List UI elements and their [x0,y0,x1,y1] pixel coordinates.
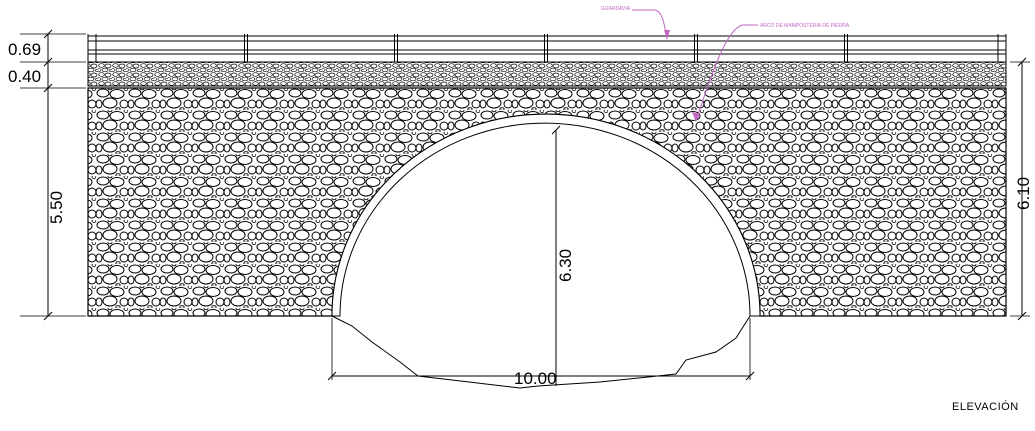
arch-rise-label: 6.30 [556,249,575,282]
view-title: ELEVACIÓN [952,400,1019,413]
wall-height-label: 5.50 [47,191,66,224]
arch-span-label: 10.00 [514,369,557,388]
ground-profile [331,315,751,389]
left-dimensions [20,29,86,321]
arch-annotation: ARCO DE MAMPOSTERIA DE PIEDRA [692,23,850,122]
railing-annotation: GUARDAVIA [601,6,670,40]
deck-slab [87,61,1007,87]
railing-height-label: 0.69 [8,40,41,59]
arch-ring [331,113,761,317]
right-dimensions [1010,57,1030,321]
railing-note: GUARDAVIA [601,6,631,12]
arch-span-dimension [327,318,755,381]
deck-thickness-label: 0.40 [8,67,41,86]
arch-note: ARCO DE MAMPOSTERIA DE PIEDRA [760,23,850,29]
arch-rise-dimension [551,125,561,386]
total-height-label: 6.10 [1014,177,1033,210]
railing [87,34,1007,62]
